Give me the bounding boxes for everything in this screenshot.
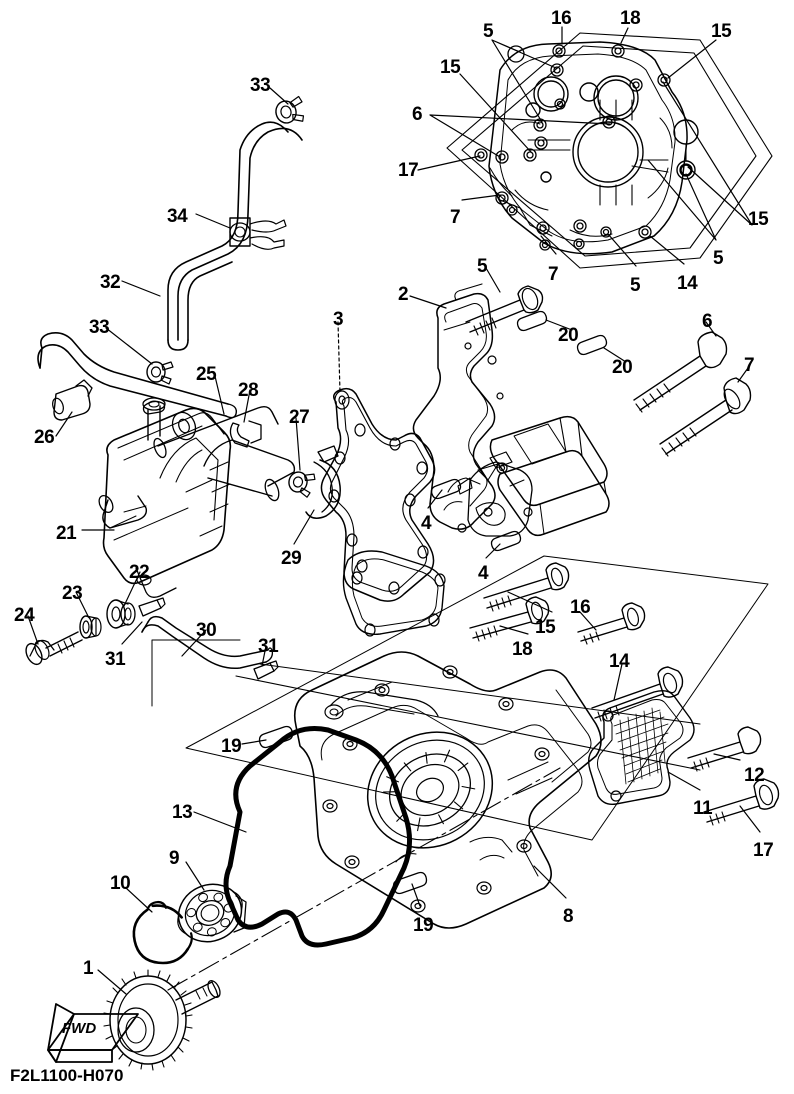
callout-21: 21 [56,523,77,544]
callout-16: 16 [570,597,591,618]
fwd-arrow [47,1003,139,1063]
callout-33: 33 [250,75,271,96]
callout-18: 18 [512,639,533,660]
long-bolts-6-7 [633,331,752,457]
callout-31: 31 [258,636,279,657]
cover-gasket-13 [223,726,412,948]
callout-15: 15 [711,21,732,42]
callout-4: 4 [421,513,432,534]
callout-7: 7 [548,264,559,285]
callout-4: 4 [478,563,489,584]
callout-7: 7 [744,355,755,376]
callout-25: 25 [196,364,217,385]
callout-15: 15 [440,57,461,78]
callout-5: 5 [630,275,641,296]
callout-19: 19 [413,915,434,936]
callout-19: 19 [221,736,242,757]
callout-29: 29 [281,548,302,569]
lower-bolts-group [469,562,780,826]
bolt-5-pump [465,285,544,336]
oil-pump-assembly [412,283,610,537]
callout-2: 2 [398,284,409,305]
callout-20: 20 [558,325,579,346]
callout-15: 15 [535,617,556,638]
callout-5: 5 [713,248,724,269]
callout-6: 6 [702,311,713,332]
dowel-pins-20 [516,310,608,356]
oil-pump-gasket [320,387,446,637]
callout-5: 5 [477,256,488,277]
callout-17: 17 [753,840,774,861]
callout-14: 14 [609,651,630,672]
callout-16: 16 [551,8,572,29]
callout-11: 11 [693,798,713,819]
callout-9: 9 [169,848,180,869]
joint-26 [52,379,93,421]
callout-8: 8 [563,906,574,927]
callout-17: 17 [398,160,419,181]
callout-34: 34 [167,206,188,227]
callout-32: 32 [100,272,121,293]
callout-15: 15 [748,209,769,230]
callout-33: 33 [89,317,110,338]
callout-14: 14 [677,273,698,294]
oil-pipe-assembly [153,405,341,519]
cooler-mount-hardware [25,599,136,666]
fwd-direction-label: FWD [62,1020,97,1037]
breather-hose-assembly [37,95,305,419]
callout-20: 20 [612,357,633,378]
callout-10: 10 [110,873,131,894]
callout-6: 6 [412,104,423,125]
callout-30: 30 [196,620,217,641]
callout-13: 13 [172,802,193,823]
callout-18: 18 [620,8,641,29]
callout-31: 31 [105,649,126,670]
callout-3: 3 [333,309,344,330]
callout-7: 7 [450,207,461,228]
callout-5: 5 [483,21,494,42]
diagram-code-label: F2L1100-H070 [10,1066,124,1085]
callout-1: 1 [83,958,94,979]
callout-24: 24 [14,605,35,626]
callout-27: 27 [289,407,310,428]
oil-cooler-assembly [98,397,232,598]
callout-26: 26 [34,427,55,448]
callout-23: 23 [62,583,83,604]
callout-22: 22 [129,562,150,583]
callout-28: 28 [238,380,259,401]
callout-12: 12 [744,765,765,786]
upper-crankcase-assembly [446,32,773,269]
drive-gear-assembly [47,883,247,1071]
dowel-pins-4 [430,478,522,552]
